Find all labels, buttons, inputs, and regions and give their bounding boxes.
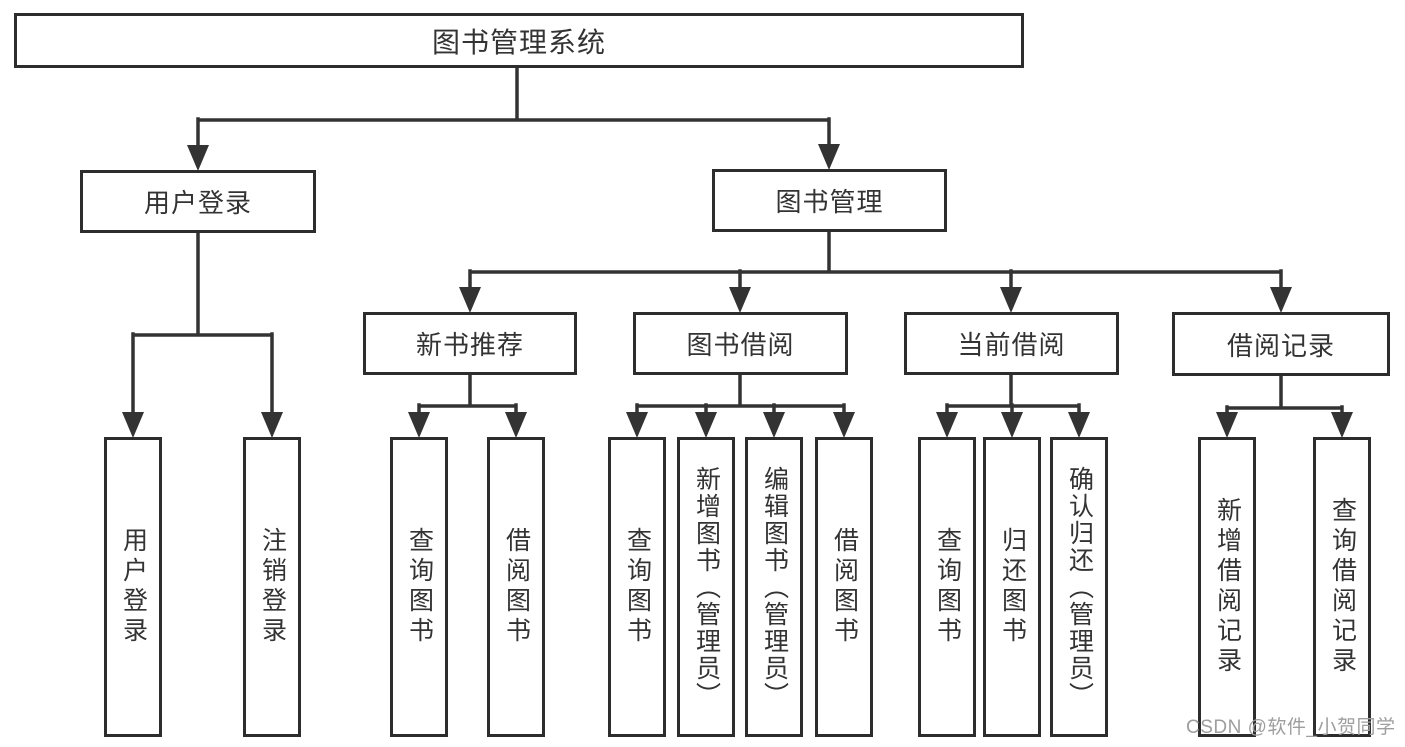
node-book-borrowing: 图书借阅 — [633, 312, 848, 375]
node-label: 借阅图书 — [502, 527, 531, 647]
node-label: 图书借阅 — [686, 330, 795, 360]
node-current-borrowing: 当前借阅 — [904, 312, 1119, 375]
node-book-management: 图书管理 — [712, 169, 947, 232]
node-label: 编辑图书（管理员） — [760, 465, 789, 709]
node-label: 注销登录 — [258, 527, 287, 647]
leaf-confirm-return-admin: 确认归还（管理员） — [1050, 437, 1108, 737]
node-label: 图书管理 — [775, 187, 884, 217]
node-label: 归还图书 — [998, 527, 1027, 647]
node-label: 查询图书 — [623, 527, 652, 647]
leaf-return-books: 归还图书 — [983, 437, 1041, 737]
leaf-recommend-query-books: 查询图书 — [390, 437, 448, 737]
leaf-add-books-admin: 新增图书（管理员） — [677, 437, 735, 737]
node-label: 图书管理系统 — [431, 26, 606, 58]
node-label: 新增图书（管理员） — [692, 465, 721, 709]
node-label: 借阅记录 — [1226, 330, 1335, 361]
node-label: 用户登录 — [119, 527, 148, 647]
leaf-current-query-books: 查询图书 — [918, 437, 976, 737]
node-label: 查询图书 — [405, 527, 434, 647]
node-label: 新书推荐 — [415, 330, 524, 360]
csdn-watermark: CSDN @软件_小贺同学 — [1186, 717, 1396, 738]
leaf-logout: 注销登录 — [243, 437, 301, 737]
leaf-user-login: 用户登录 — [104, 437, 162, 737]
node-label: 借阅图书 — [830, 527, 859, 647]
node-label: 用户登录 — [143, 188, 252, 218]
node-label: 确认归还（管理员） — [1065, 465, 1094, 709]
node-label: 查询图书 — [933, 527, 962, 647]
leaf-borrow-books: 借阅图书 — [815, 437, 873, 737]
leaf-add-borrow-record: 新增借阅记录 — [1198, 437, 1256, 737]
node-label: 新增借阅记录 — [1213, 497, 1242, 677]
arrowhead — [122, 144, 1353, 438]
connector-line — [131, 66, 1344, 416]
node-new-book-recommendation: 新书推荐 — [363, 312, 577, 375]
node-label: 当前借阅 — [957, 330, 1066, 360]
node-user-login: 用户登录 — [80, 170, 316, 233]
leaf-query-borrow-record: 查询借阅记录 — [1313, 437, 1371, 737]
leaf-recommend-borrow-books: 借阅图书 — [487, 437, 545, 737]
node-system-root: 图书管理系统 — [14, 13, 1024, 68]
node-borrowing-records: 借阅记录 — [1172, 312, 1390, 376]
node-label: 查询借阅记录 — [1328, 497, 1357, 677]
leaf-borrow-query-books: 查询图书 — [608, 437, 666, 737]
leaf-edit-books-admin: 编辑图书（管理员） — [745, 437, 803, 737]
